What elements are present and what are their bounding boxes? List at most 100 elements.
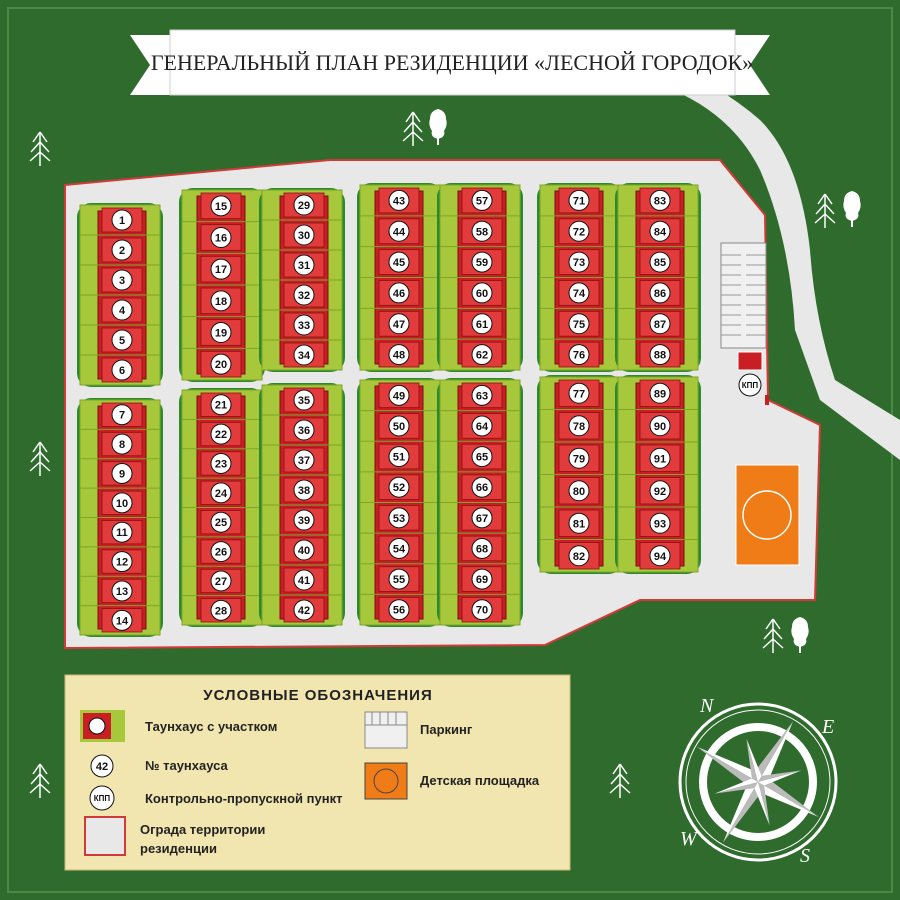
lot-number: 67	[476, 513, 488, 525]
lot-number: 30	[298, 230, 310, 242]
compass-north: N	[699, 695, 715, 717]
lot-number: 24	[215, 488, 228, 500]
lot-number: 90	[654, 421, 666, 433]
lot-number-marker	[388, 507, 410, 529]
parking	[720, 242, 767, 349]
lot-number-marker	[649, 480, 671, 502]
compass-east: E	[821, 716, 834, 738]
lot-number-marker	[111, 329, 133, 351]
lot-number: 65	[476, 452, 488, 464]
lot-number-marker	[210, 195, 232, 217]
lot-number: 56	[393, 605, 405, 617]
lot-number: 13	[116, 586, 128, 598]
lot-number: 66	[476, 482, 488, 494]
tree-icon	[791, 617, 809, 653]
lot-number: 34	[298, 350, 311, 362]
lot-number: 89	[654, 388, 666, 400]
lot-number: 5	[119, 335, 125, 347]
lot-number: 4	[119, 305, 126, 317]
lot-number-marker	[649, 220, 671, 242]
lot-number-marker	[293, 539, 315, 561]
lot-number-marker	[388, 537, 410, 559]
lot-number: 62	[476, 350, 488, 362]
lot-number-marker	[568, 189, 590, 211]
lot-number-marker	[293, 344, 315, 366]
lot-number-marker	[210, 541, 232, 563]
lot-number: 49	[393, 390, 405, 402]
page-title: ГЕНЕРАЛЬНЫЙ ПЛАН РЕЗИДЕНЦИИ «ЛЕСНОЙ ГОРО…	[151, 50, 753, 75]
lot-number: 54	[393, 543, 406, 555]
lot-number: 17	[215, 264, 227, 276]
compass-south: S	[800, 845, 810, 867]
lot-number-marker	[111, 462, 133, 484]
tree-icon	[609, 763, 631, 798]
lot-number-marker	[471, 415, 493, 437]
lot-number-marker	[649, 344, 671, 366]
lot-number-marker	[471, 344, 493, 366]
legend-parking: Паркинг	[420, 722, 473, 737]
lot-number: 6	[119, 365, 125, 377]
lot-number: 37	[298, 455, 310, 467]
lot-number: 87	[654, 319, 666, 331]
lot-number-marker	[388, 384, 410, 406]
lot-number: 25	[215, 517, 227, 529]
lot-number: 79	[573, 453, 585, 465]
lot-number: 42	[298, 605, 310, 617]
playground	[735, 464, 800, 566]
compass-rose	[678, 702, 838, 862]
lot-number: 61	[476, 319, 488, 331]
tree-icon	[843, 191, 861, 227]
lot-number-marker	[210, 353, 232, 375]
lot-number-marker	[210, 258, 232, 280]
lot-number: 50	[393, 421, 405, 433]
lot-number-marker	[649, 313, 671, 335]
lot-number: 53	[393, 513, 405, 525]
lot-number-marker	[210, 394, 232, 416]
lot-number: 35	[298, 395, 310, 407]
lot-number-marker	[388, 251, 410, 273]
lot-number-marker	[111, 580, 133, 602]
legend-checkpoint-icon	[89, 785, 115, 811]
lot-number: 48	[393, 350, 405, 362]
lot-number-marker	[471, 384, 493, 406]
lot-number: 19	[215, 328, 227, 340]
lot-number: 18	[215, 296, 227, 308]
lot-number: 47	[393, 319, 405, 331]
lot-number: 72	[573, 226, 585, 238]
lot-number-marker	[568, 415, 590, 437]
lot-number: 12	[116, 557, 128, 569]
lot-number: 27	[215, 576, 227, 588]
lot-number-marker	[471, 507, 493, 529]
lot-number-marker	[568, 344, 590, 366]
lot-number: 32	[298, 290, 310, 302]
lot-number: 11	[116, 527, 128, 539]
lot-number: 60	[476, 288, 488, 300]
lot-number: 46	[393, 288, 405, 300]
lot-number-marker	[388, 476, 410, 498]
lot-number: 38	[298, 485, 310, 497]
lot-number-marker	[210, 322, 232, 343]
lot-number-marker	[111, 299, 133, 321]
lot-number-marker	[568, 512, 590, 534]
lot-number: 14	[116, 615, 129, 627]
lot-number: 58	[476, 226, 488, 238]
lot-number-marker	[471, 220, 493, 242]
lot-number-marker	[293, 224, 315, 246]
lot-number-marker	[471, 476, 493, 498]
lot-number-marker	[568, 313, 590, 335]
lot-number: 86	[654, 288, 666, 300]
lot-number: 10	[116, 498, 128, 510]
lot-number: 36	[298, 425, 310, 437]
lot-number-marker	[293, 509, 315, 531]
lot-number: 76	[573, 350, 585, 362]
lot-number-marker	[471, 189, 493, 211]
lot-number: 22	[215, 429, 227, 441]
lot-number-marker	[388, 220, 410, 242]
lot-number-marker	[568, 282, 590, 304]
lot-number: 85	[654, 257, 666, 269]
lot-number-marker	[210, 452, 232, 474]
